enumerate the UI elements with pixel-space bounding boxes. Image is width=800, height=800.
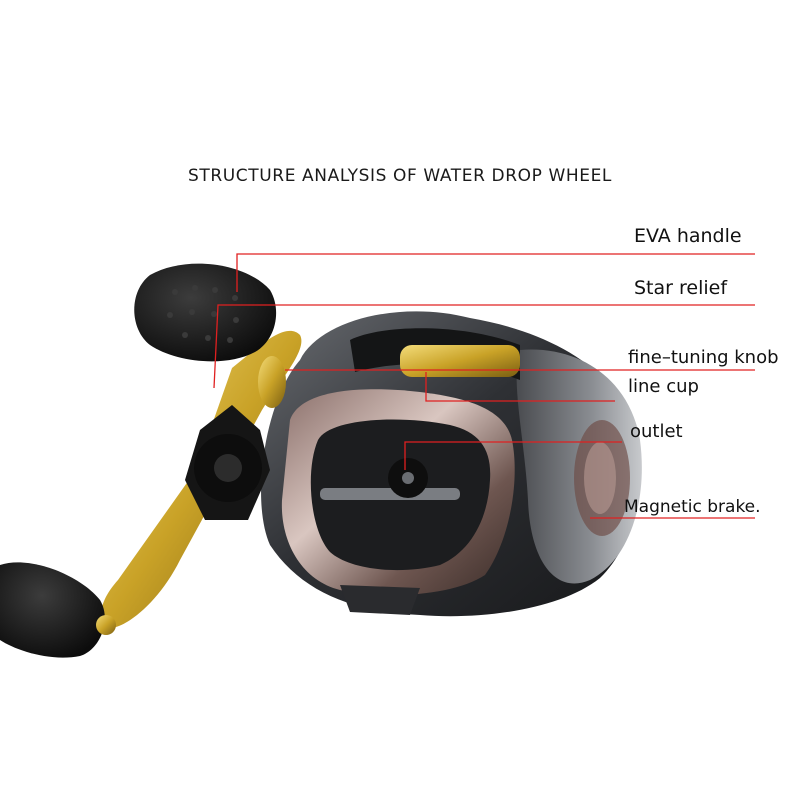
leader-line-line-cup xyxy=(425,372,615,402)
label-star-relief: Star relief xyxy=(634,277,728,299)
leader-line-star-relief xyxy=(213,304,755,389)
leader-line-outlet xyxy=(404,441,622,470)
leader-lines xyxy=(213,253,755,519)
handle-assembly xyxy=(0,263,302,658)
leader-line-eva-handle xyxy=(236,253,755,292)
reel-body xyxy=(261,311,642,617)
label-line-cup: line cup xyxy=(628,376,699,397)
label-eva-handle: EVA handle xyxy=(634,225,742,247)
diagram-title: STRUCTURE ANALYSIS OF WATER DROP WHEEL xyxy=(187,166,613,186)
label-outlet: outlet xyxy=(630,421,683,442)
label-fine-tuning-knob: fine–tuning knob xyxy=(628,347,779,368)
label-magnetic-brake: Magnetic brake. xyxy=(624,497,761,517)
